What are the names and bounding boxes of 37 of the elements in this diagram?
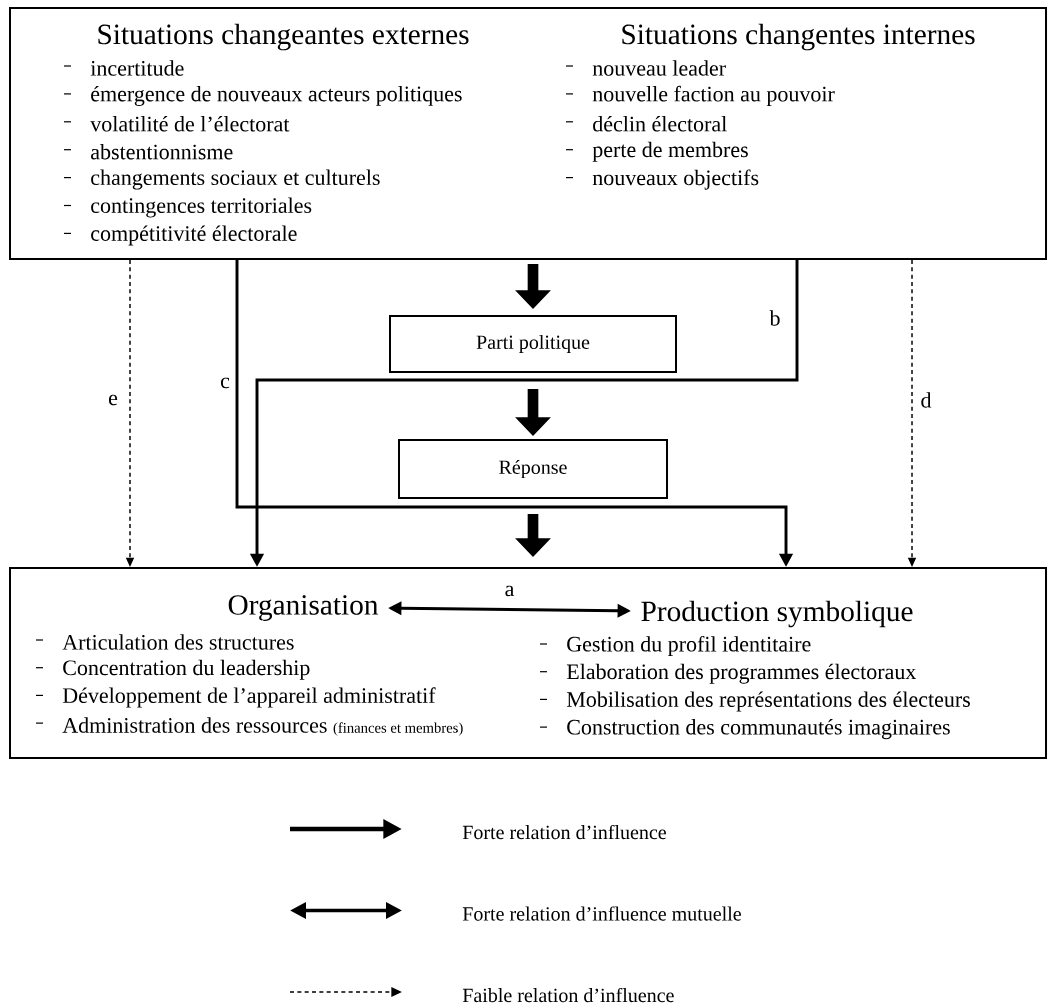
list-item: Administration des ressources [62,717,327,733]
list-item: émergence de nouveaux acteurs politiques [91,85,462,106]
list-item: incertitude [90,60,184,76]
list-note: (finances et membres) [333,722,463,736]
list-item: changements sociaux et culturels [91,169,380,190]
list-item: Concentration du leadership [63,659,310,680]
list-item: déclin électoral [593,116,727,132]
list-item: Articulation des structures [62,634,294,650]
panel-box [9,7,1047,260]
list-item: compétitivité électorale [91,225,297,246]
section-heading: Situations changeantes externes [98,23,469,51]
list-item: Gestion du profil identitaire [567,635,811,657]
legend-label: Faible relation d’influence [462,987,674,1003]
edge-label: d [921,392,932,408]
list-item: nouvelle faction au pouvoir [592,85,835,106]
edge-label: e [109,394,118,406]
list-item: volatilité de l’électorat [90,116,290,132]
edge-label: c [220,377,230,389]
edge-label: a [505,585,515,597]
list-item: Mobilisation des représentations des électeurs [566,691,970,712]
list-item: abstentionnisme [91,143,233,160]
list-item: Développement de l’appareil administratif [62,687,436,708]
list-item: perte de membres [592,141,748,162]
process-box: Réponse [398,439,668,499]
list-item: nouveau leader [592,60,726,76]
section-heading: Production symbolique [641,600,913,628]
list-item: contingences territoriales [91,197,312,218]
edge-label: b [769,310,780,326]
section-heading: Situations changentes internes [622,23,975,51]
list-item: Construction des communautés imaginaires [567,719,950,740]
legend-label: Forte relation d’influence [462,824,666,840]
panel-box [9,567,1047,759]
section-heading: Organisation [228,595,379,621]
list-item: Elaboration des programmes électoraux [566,663,917,684]
process-box: Parti politique [389,315,677,373]
list-item: nouveaux objectifs [592,169,759,190]
legend-label: Forte relation d’influence mutuelle [462,906,741,921]
